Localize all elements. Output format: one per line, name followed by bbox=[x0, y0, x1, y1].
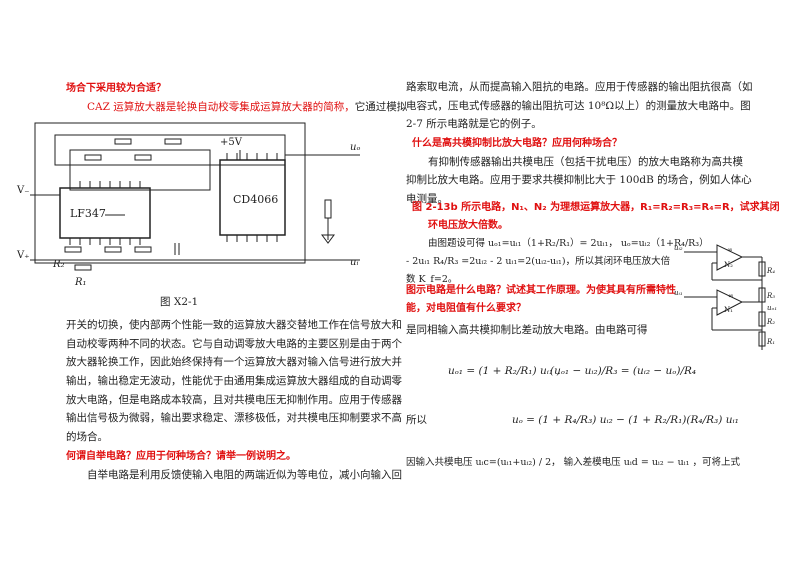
paragraph-line: 电测量。 bbox=[406, 193, 448, 205]
question-bootstrap: 何谓自举电路？应用于何种场合？请举一例说明之。 bbox=[66, 451, 296, 462]
equation-3: uₒ = (1 + R₄/R₃) uᵢ₂ − (1 + R₂/R₁)(R₄/R₃… bbox=[512, 414, 739, 426]
inf-symbol: ∞ bbox=[728, 292, 734, 300]
paragraph-line: 电容式，压电式传感器的输出阻抗可达 10⁸Ω以上）的测量放大电路中。图 bbox=[406, 100, 751, 112]
paragraph-line: 抑制比放大电路。应用于要求共模抑制比大于 100dB 的场合，例如人体心 bbox=[406, 174, 752, 186]
supply-label: +5V bbox=[220, 137, 243, 148]
ui2-label: uᵢ₁ bbox=[674, 289, 683, 297]
question-fig213b: 图 2-13b 所示电路，N₁、N₂ 为理想运算放大器，R₁=R₂=R₃=R₄=… bbox=[412, 202, 780, 213]
equation-1: uₒ₁ = (1 + R₂/R₁) uᵢ₁ , bbox=[448, 365, 560, 377]
paragraph-line: 放大电路，但是电路成本较高，且对共模电压无抑制作用。应用于传感器 bbox=[66, 394, 402, 406]
paragraph-line: 路索取电流，从而提高输入阻抗的电路。应用于传感器的输出阻抗很高（如 bbox=[406, 81, 753, 93]
chip-cd4066-label: CD4066 bbox=[233, 193, 278, 206]
question-cmrr: 什么是高共模抑制比放大电路？应用何种场合？ bbox=[412, 138, 622, 149]
r3-label: R₃ bbox=[766, 292, 775, 300]
caz-black-text: 它通过模拟 bbox=[354, 101, 408, 113]
paragraph-line: 有抑制传感器输出共模电压（包括干扰电压）的放大电路称为高共模 bbox=[428, 156, 743, 168]
r2-label: R₂ bbox=[52, 259, 65, 270]
r1-label: R₁ bbox=[766, 338, 775, 346]
paragraph-line: 自动校零两种不同的状态。它与自动调零放大电路的主要区别是由于两个 bbox=[66, 338, 402, 350]
paragraph-line: - 2uᵢ₁ R₄/R₃ =2uᵢ₂ - 2 uᵢ₁=2(uᵢ₂-uᵢ₁)，所以… bbox=[406, 256, 671, 267]
chip-lf347-label: LF347 bbox=[70, 207, 106, 220]
question-circuit: 图示电路是什么电路？试述其工作原理。为使其具有所需特性 bbox=[406, 285, 676, 296]
n2-label: N₂ bbox=[724, 261, 733, 269]
differential-amp-diagram: uᵢ₂ uᵢ₁ ∞ ∞ N₂ N₁ R₄ R₃ uₒ₁ R₂ R₁ bbox=[674, 244, 777, 350]
paragraph-line: 自举电路是利用反馈使输入电阻的两端近似为等电位，减小向输入回 bbox=[87, 469, 402, 481]
caz-circuit-diagram: V₋ V₊ LF347 CD4066 +5V uₒ uᵢ R₂ R₁ bbox=[16, 122, 360, 288]
uo1-label: uₒ₁ bbox=[767, 304, 777, 312]
inf-symbol: ∞ bbox=[727, 246, 733, 254]
paragraph-line: 开关的切换，使内部两个性能一致的运算放大器交替地工作在信号放大和 bbox=[66, 319, 402, 331]
paragraph-line: 输出信号极为微弱，输出要求稳定、漂移极低，对共模电压抑制要求不高 bbox=[66, 412, 402, 424]
input-label: uᵢ bbox=[350, 257, 358, 268]
paragraph-line: 放大器轮换工作，因此始终保持有一个运算放大器对输入信号进行放大并 bbox=[66, 356, 402, 368]
paragraph-line: 2-7 所示电路就是它的例子。 bbox=[406, 118, 542, 130]
v-minus-label: V₋ bbox=[16, 185, 30, 196]
caz-red-text: CAZ 运算放大器是轮换自动校零集成运算放大器的简称， bbox=[87, 101, 355, 113]
r2-label: R₂ bbox=[766, 318, 775, 326]
paragraph-line: 数 K_f=2。 bbox=[406, 274, 458, 285]
paragraph-line: 是同相输入高共模抑制比差动放大电路。由电路可得 bbox=[406, 324, 648, 336]
output-label: uₒ bbox=[350, 142, 360, 153]
question-circuit-cont: 能，对电阻值有什么要求？ bbox=[406, 303, 526, 314]
paragraph-line: 因输入共模电压 uᵢc=(uᵢ₁+uᵢ₂) / 2， 输入差模电压 uᵢd = … bbox=[406, 457, 741, 468]
paragraph-line: 的场合。 bbox=[66, 431, 108, 443]
paragraph-line: 由图题设可得 uₒ₁=uᵢ₁（1+R₂/R₁）= 2uᵢ₁， uₒ=uᵢ₂（1+… bbox=[428, 238, 709, 249]
paragraph-caz: CAZ 运算放大器是轮换自动校零集成运算放大器的简称，它通过模拟 bbox=[87, 101, 407, 114]
r1-label: R₁ bbox=[74, 277, 87, 288]
figure-caption: 图 X2-1 bbox=[160, 296, 199, 308]
r4-label: R₄ bbox=[766, 267, 775, 275]
paragraph-line: 输出，输出稳定无波动，性能优于由通用集成运算放大器组成的自动调零 bbox=[66, 375, 402, 387]
equation-2: (uₒ₁ − uᵢ₂)/R₃ = (uᵢ₂ − uₒ)/R₄ bbox=[550, 365, 697, 377]
v-plus-label: V₊ bbox=[16, 250, 30, 261]
so-label: 所以 bbox=[406, 414, 427, 426]
ui1-label: uᵢ₂ bbox=[674, 244, 683, 252]
question-tail: 场合下采用较为合适？ bbox=[66, 83, 166, 94]
n1-label: N₁ bbox=[724, 306, 733, 314]
question-fig213b-cont: 环电压放大倍数。 bbox=[428, 220, 508, 231]
